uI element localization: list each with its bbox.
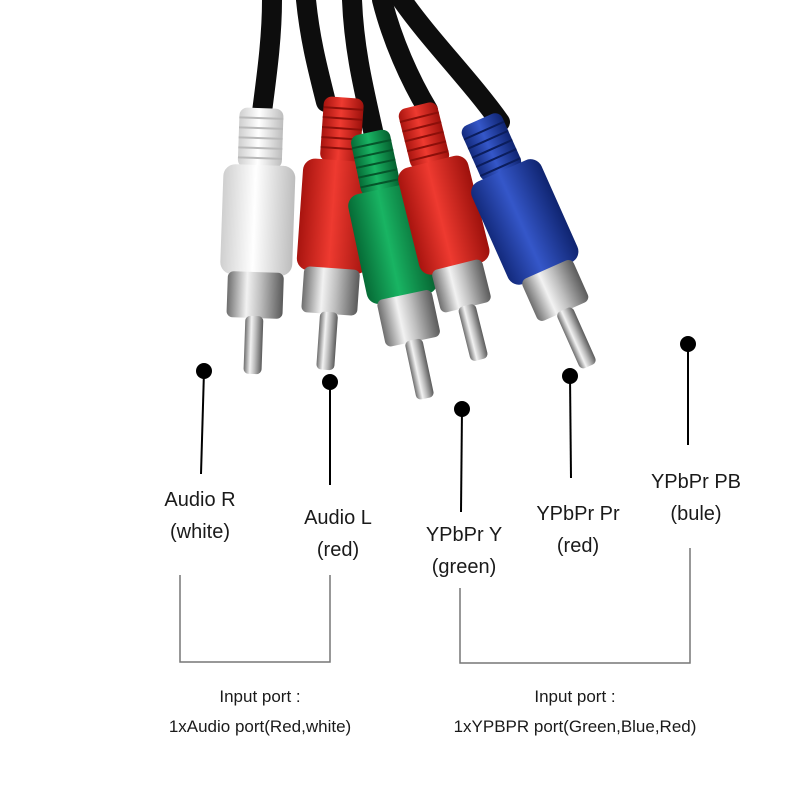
- bracket-audio: [179, 575, 331, 663]
- label-ypbpr-pr-color: (red): [556, 535, 600, 557]
- caption-ypbpr-line2: 1xYPBPR port(Green,Blue,Red): [453, 717, 697, 736]
- cables: [252, 0, 510, 145]
- plug-blue-ypbpr-pb: [461, 113, 596, 369]
- label-audio-r: Audio R (white): [145, 484, 255, 548]
- label-ypbpr-pr: YPbPr Pr (red): [518, 498, 638, 562]
- label-audio-r-color: (white): [169, 521, 230, 543]
- caption-audio-group: Input port : 1xAudio port(Red,white): [120, 682, 400, 742]
- label-ypbpr-y: YPbPr Y (green): [404, 519, 524, 583]
- label-ypbpr-pb-color: (bule): [670, 503, 722, 525]
- caption-ypbpr-line1: Input port :: [534, 687, 616, 706]
- label-ypbpr-y-title: YPbPr Y: [425, 524, 503, 546]
- label-audio-l-color: (red): [316, 539, 360, 561]
- plug-red-ypbpr-pr: [398, 102, 491, 361]
- label-ypbpr-y-color: (green): [431, 556, 497, 578]
- label-ypbpr-pr-title: YPbPr Pr: [536, 503, 620, 525]
- label-ypbpr-pb: YPbPr PB (bule): [636, 466, 756, 530]
- label-audio-l-title: Audio L: [304, 507, 372, 529]
- caption-audio-line1: Input port :: [219, 687, 301, 706]
- pointer-ypbpr-pb: [680, 336, 696, 445]
- plug-green-ypbpr-y: [348, 129, 440, 400]
- label-ypbpr-pb-title: YPbPr PB: [650, 471, 742, 493]
- plug-red-audio-l: [296, 96, 375, 371]
- pointer-ypbpr-y: [454, 401, 470, 513]
- label-audio-r-title: Audio R: [164, 489, 236, 511]
- caption-ypbpr-group: Input port : 1xYPBPR port(Green,Blue,Red…: [415, 682, 735, 742]
- pointer-audio-r: [196, 363, 212, 475]
- label-audio-l: Audio L (red): [283, 502, 393, 566]
- bracket-ypbpr: [459, 548, 691, 664]
- pointer-audio-l: [322, 374, 338, 485]
- caption-audio-line2: 1xAudio port(Red,white): [168, 717, 352, 736]
- pointer-ypbpr-pr: [562, 368, 578, 479]
- plug-white-audio-r: [220, 107, 296, 375]
